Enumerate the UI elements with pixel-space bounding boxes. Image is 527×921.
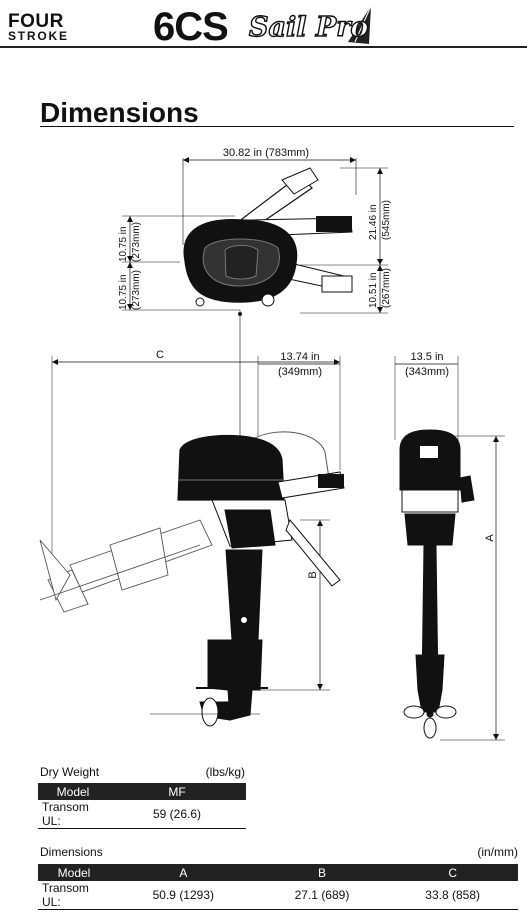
dimensions-table-unit: (in/mm) (477, 845, 518, 859)
row-label: Transom UL: (42, 881, 89, 909)
header-a: A (110, 864, 257, 881)
header-c: C (387, 864, 518, 881)
table-row: Transom UL: 59 (26.6) (38, 800, 246, 829)
header-model: Model (38, 864, 110, 881)
rear-width-mm-label: (343mm) (405, 366, 449, 378)
dimensions-table: Model A B C Transom UL: 50.9 (1293) 27.1… (38, 864, 518, 910)
right-lower-mm-label: (267mm) (381, 268, 392, 308)
table-header-row: Model A B C (38, 864, 518, 881)
engine-dimension-diagram: 30.82 in (783mm) 10.75 in (273mm) 10.75 … (39, 147, 505, 741)
header-model: Model (38, 783, 108, 800)
model-name: 6CS (153, 5, 229, 49)
brand-stroke: STROKE (8, 29, 69, 43)
row-label: Transom UL: (42, 800, 89, 828)
rear-dim-mm-label: (273mm) (131, 270, 142, 310)
weight-value: 59 (26.6) (152, 807, 202, 821)
side-depth-in-label: 13.74 in (280, 351, 319, 363)
title-rule (40, 126, 514, 127)
dim-b-value: 27.1 (689) (294, 888, 350, 902)
logo-text: Sail Pro (249, 12, 368, 43)
overall-width-label: 30.82 in (783mm) (223, 147, 309, 159)
rear-width-in-label: 13.5 in (410, 351, 443, 363)
right-upper-mm-label: (545mm) (381, 200, 392, 240)
front-dim-mm-label: (273mm) (131, 222, 142, 262)
label-b: B (307, 571, 319, 578)
side-depth-mm-label: (349mm) (278, 366, 322, 378)
label-c: C (156, 349, 164, 361)
side-view (39, 356, 345, 727)
header-mf: MF (108, 783, 246, 800)
dry-weight-title: Dry Weight (40, 765, 100, 779)
rear-dim-in-label: 10.75 in (118, 274, 129, 310)
right-upper-in-label: 21.46 in (368, 204, 379, 240)
brand-four: FOUR (8, 11, 64, 32)
header-rule (0, 46, 527, 48)
label-a: A (484, 534, 496, 542)
dim-c-value: 33.8 (858) (425, 888, 480, 902)
dry-weight-table: Model MF Transom UL: 59 (26.6) (38, 783, 246, 829)
rear-view (394, 356, 505, 741)
header-b: B (256, 864, 388, 881)
right-lower-in-label: 10.51 in (368, 272, 379, 308)
sail-icon (348, 6, 371, 44)
front-dim-in-label: 10.75 in (118, 226, 129, 262)
table-header-row: Model MF (38, 783, 246, 800)
dim-a-value: 50.9 (1293) (152, 888, 215, 902)
top-view (122, 157, 388, 316)
page-title: Dimensions (40, 97, 199, 128)
table-row: Transom UL: 50.9 (1293) 27.1 (689) 33.8 … (38, 881, 518, 910)
sail-pro-logo: Sail Pro (248, 5, 372, 44)
dimensions-table-title: Dimensions (40, 845, 103, 859)
dry-weight-unit: (lbs/kg) (205, 765, 245, 779)
